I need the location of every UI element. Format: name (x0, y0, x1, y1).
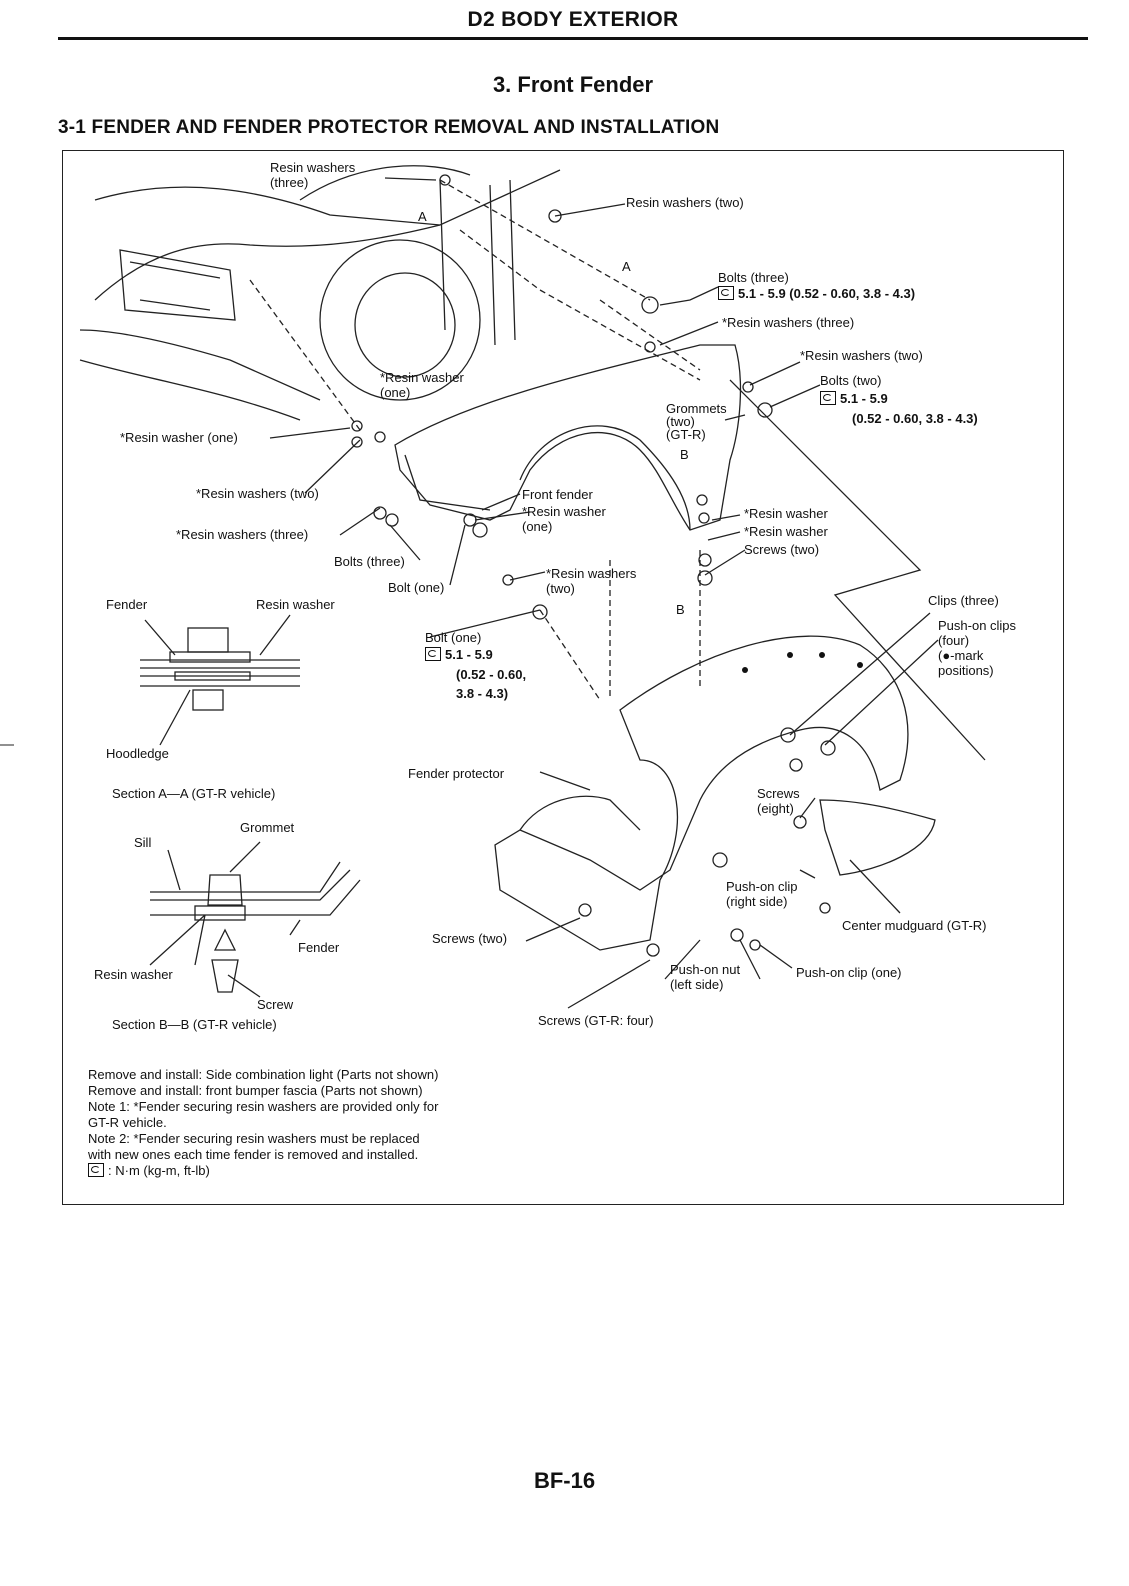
label-screw-section-b: Screw (257, 997, 294, 1012)
label-resin-washer-one-ff: *Resin washer (one) (522, 504, 606, 534)
torque-wrench-icon (820, 391, 836, 405)
label-resin-washer-r2: *Resin washer (744, 524, 828, 539)
label-bolt-one: Bolt (one) (388, 580, 445, 595)
label-mark-a1: A (418, 209, 427, 224)
label-pushon-clips-four: Push-on clips (four) (●-mark positions) (938, 618, 1017, 678)
label-resin-washer-section-a: Resin washer (256, 597, 335, 612)
label-fender-protector: Fender protector (408, 766, 505, 781)
label-pushon-clip-one: Push-on clip (one) (796, 965, 902, 980)
note-line: Note 1: *Fender securing resin washers a… (88, 1099, 439, 1114)
note-line: Note 2: *Fender securing resin washers m… (88, 1131, 420, 1146)
label-pushon-clip-right: Push-on clip (right side) (726, 879, 798, 909)
label-mark-b1: B (680, 447, 689, 462)
label-sill: Sill (134, 835, 152, 850)
label-resin-washer-section-b: Resin washer (94, 967, 173, 982)
label-resin-washer-r1: *Resin washer (744, 506, 828, 521)
note-torque-legend: : N·m (kg-m, ft-lb) (88, 1163, 438, 1179)
label-bolts-two: Bolts (two) (820, 373, 882, 388)
label-front-fender: Front fender (522, 487, 593, 502)
label-torque-3c: 3.8 - 4.3) (456, 686, 509, 701)
label-fender-section-b: Fender (298, 940, 340, 955)
label-pushon-nut: Push-on nut (left side) (670, 962, 741, 992)
label-resin-washers-three-left: *Resin washers (three) (176, 527, 309, 542)
label-section-bb: Section B—B (GT-R vehicle) (112, 1017, 277, 1032)
torque-value-1: 5.1 - 5.9 (0.52 - 0.60, 3.8 - 4.3) (738, 286, 916, 301)
torque-wrench-icon (718, 286, 734, 300)
label-torque-3b: (0.52 - 0.60, (456, 667, 527, 682)
label-resin-washers-two-left: *Resin washers (two) (196, 486, 319, 501)
label-torque-2b: (0.52 - 0.60, 3.8 - 4.3) (852, 411, 978, 426)
label-resin-washers-two-r: *Resin washers (two) (800, 348, 923, 363)
page-number: BF-16 (533, 1468, 596, 1493)
label-resin-washer-one-left: *Resin washer (one) (120, 430, 238, 445)
note-line: GT-R vehicle. (88, 1115, 167, 1130)
page-title: 3. Front Fender (492, 72, 654, 97)
torque-value-3a: 5.1 - 5.9 (445, 647, 493, 662)
note-line: : N·m (kg-m, ft-lb) (108, 1163, 210, 1178)
note-line: Remove and install: Side combination lig… (88, 1067, 439, 1082)
label-torque-3a: 5.1 - 5.9 (425, 647, 493, 662)
note-line: with new ones each time fender is remove… (88, 1147, 419, 1162)
header-rule (58, 37, 1088, 40)
label-screws-eight: Screws (eight) (757, 786, 800, 816)
label-resin-washer-one-mid: *Resin washer (one) (380, 370, 464, 400)
section-title: 3-1 FENDER AND FENDER PROTECTOR REMOVAL … (58, 117, 720, 138)
label-screws-two-r: Screws (two) (744, 542, 820, 557)
figure-frame (62, 150, 1064, 1205)
label-bolt-one-b: Bolt (one) (425, 630, 482, 645)
label-bolts-three: Bolts (three) (718, 270, 789, 285)
torque-wrench-icon (88, 1163, 104, 1177)
label-torque-1: 5.1 - 5.9 (0.52 - 0.60, 3.8 - 4.3) (718, 286, 915, 301)
notes-block: Remove and install: Side combination lig… (88, 1067, 438, 1179)
label-torque-2a: 5.1 - 5.9 (820, 391, 888, 406)
label-resin-washers-two-low: *Resin washers (two) (546, 566, 637, 596)
label-section-aa: Section A—A (GT-R vehicle) (112, 786, 276, 801)
label-mark-b2: B (676, 602, 685, 617)
label-resin-washers-two-top: Resin washers (two) (626, 195, 744, 210)
label-mark-a2: A (622, 259, 631, 274)
note-line: Remove and install: front bumper fascia … (88, 1083, 423, 1098)
label-resin-washers-three-r: *Resin washers (three) (722, 315, 855, 330)
label-center-mudguard: Center mudguard (GT-R) (842, 918, 987, 933)
label-resin-washers-three-top: Resin washers (three) (270, 160, 356, 190)
section-header: D2 BODY EXTERIOR (467, 8, 679, 31)
label-grommets: Grommets (two) (GT-R) (666, 401, 727, 442)
label-screws-two-low: Screws (two) (432, 931, 508, 946)
label-hoodledge: Hoodledge (106, 746, 169, 761)
label-screws-gtr-four: Screws (GT-R: four) (538, 1013, 654, 1028)
label-grommet-section-b: Grommet (240, 820, 295, 835)
torque-wrench-icon (425, 647, 441, 661)
label-fender-section-a: Fender (106, 597, 148, 612)
label-clips-three: Clips (three) (928, 593, 999, 608)
torque-value-2a: 5.1 - 5.9 (840, 391, 888, 406)
label-bolts-three-low: Bolts (three) (334, 554, 405, 569)
